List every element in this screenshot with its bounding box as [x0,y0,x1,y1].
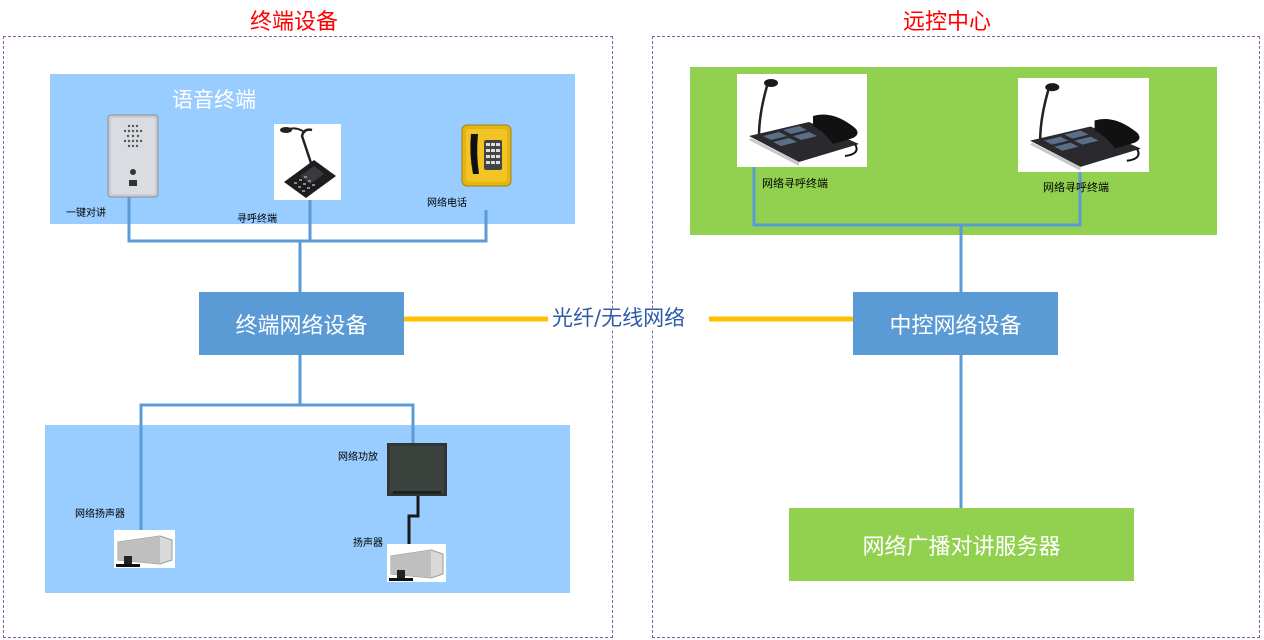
control-center-region-border [652,36,1260,638]
paging-console-2-image [1018,78,1149,172]
terminal-region-border [3,36,613,638]
network-speaker-icon [114,530,175,568]
intercom-panel-icon [107,114,159,198]
network-phone-icon [461,124,512,187]
central-network-device-label: 中控网络设备 [889,313,1022,339]
intercom-label: 一键对讲 [66,208,106,219]
control-center-region-title: 远控中心 [903,10,992,35]
paging-terminal-icon [280,127,336,198]
broadcast-intercom-server-label: 网络广播对讲服务器 [862,534,1061,560]
terminal-network-device: 终端网络设备 [199,292,404,355]
paging-console-icon [1030,83,1141,171]
terminal-region-title: 终端设备 [250,10,339,35]
terminal-network-device-label: 终端网络设备 [235,313,368,339]
broadcast-intercom-server: 网络广播对讲服务器 [789,508,1134,581]
console-2-label: 网络寻呼终端 [1043,181,1109,194]
network-speaker-label: 网络扬声器 [75,509,125,520]
central-network-device: 中控网络设备 [853,292,1058,355]
network-amplifier-icon [387,443,447,496]
amplifier-label: 网络功放 [338,452,378,463]
fiber-wireless-link-label: 光纤/无线网络 [552,306,686,330]
voice-terminal-panel-title: 语音终端 [172,88,256,112]
paging-terminal-image [274,124,341,200]
paging-console-1-image [737,74,867,167]
speaker-label: 扬声器 [353,538,383,549]
console-1-label: 网络寻呼终端 [762,177,828,190]
network-phone-label: 网络电话 [427,198,467,209]
paging-console-icon [749,79,859,166]
network-speaker-image [114,530,175,568]
speaker-icon [387,544,446,582]
speaker-image [387,544,446,582]
paging-terminal-label: 寻呼终端 [237,214,277,225]
